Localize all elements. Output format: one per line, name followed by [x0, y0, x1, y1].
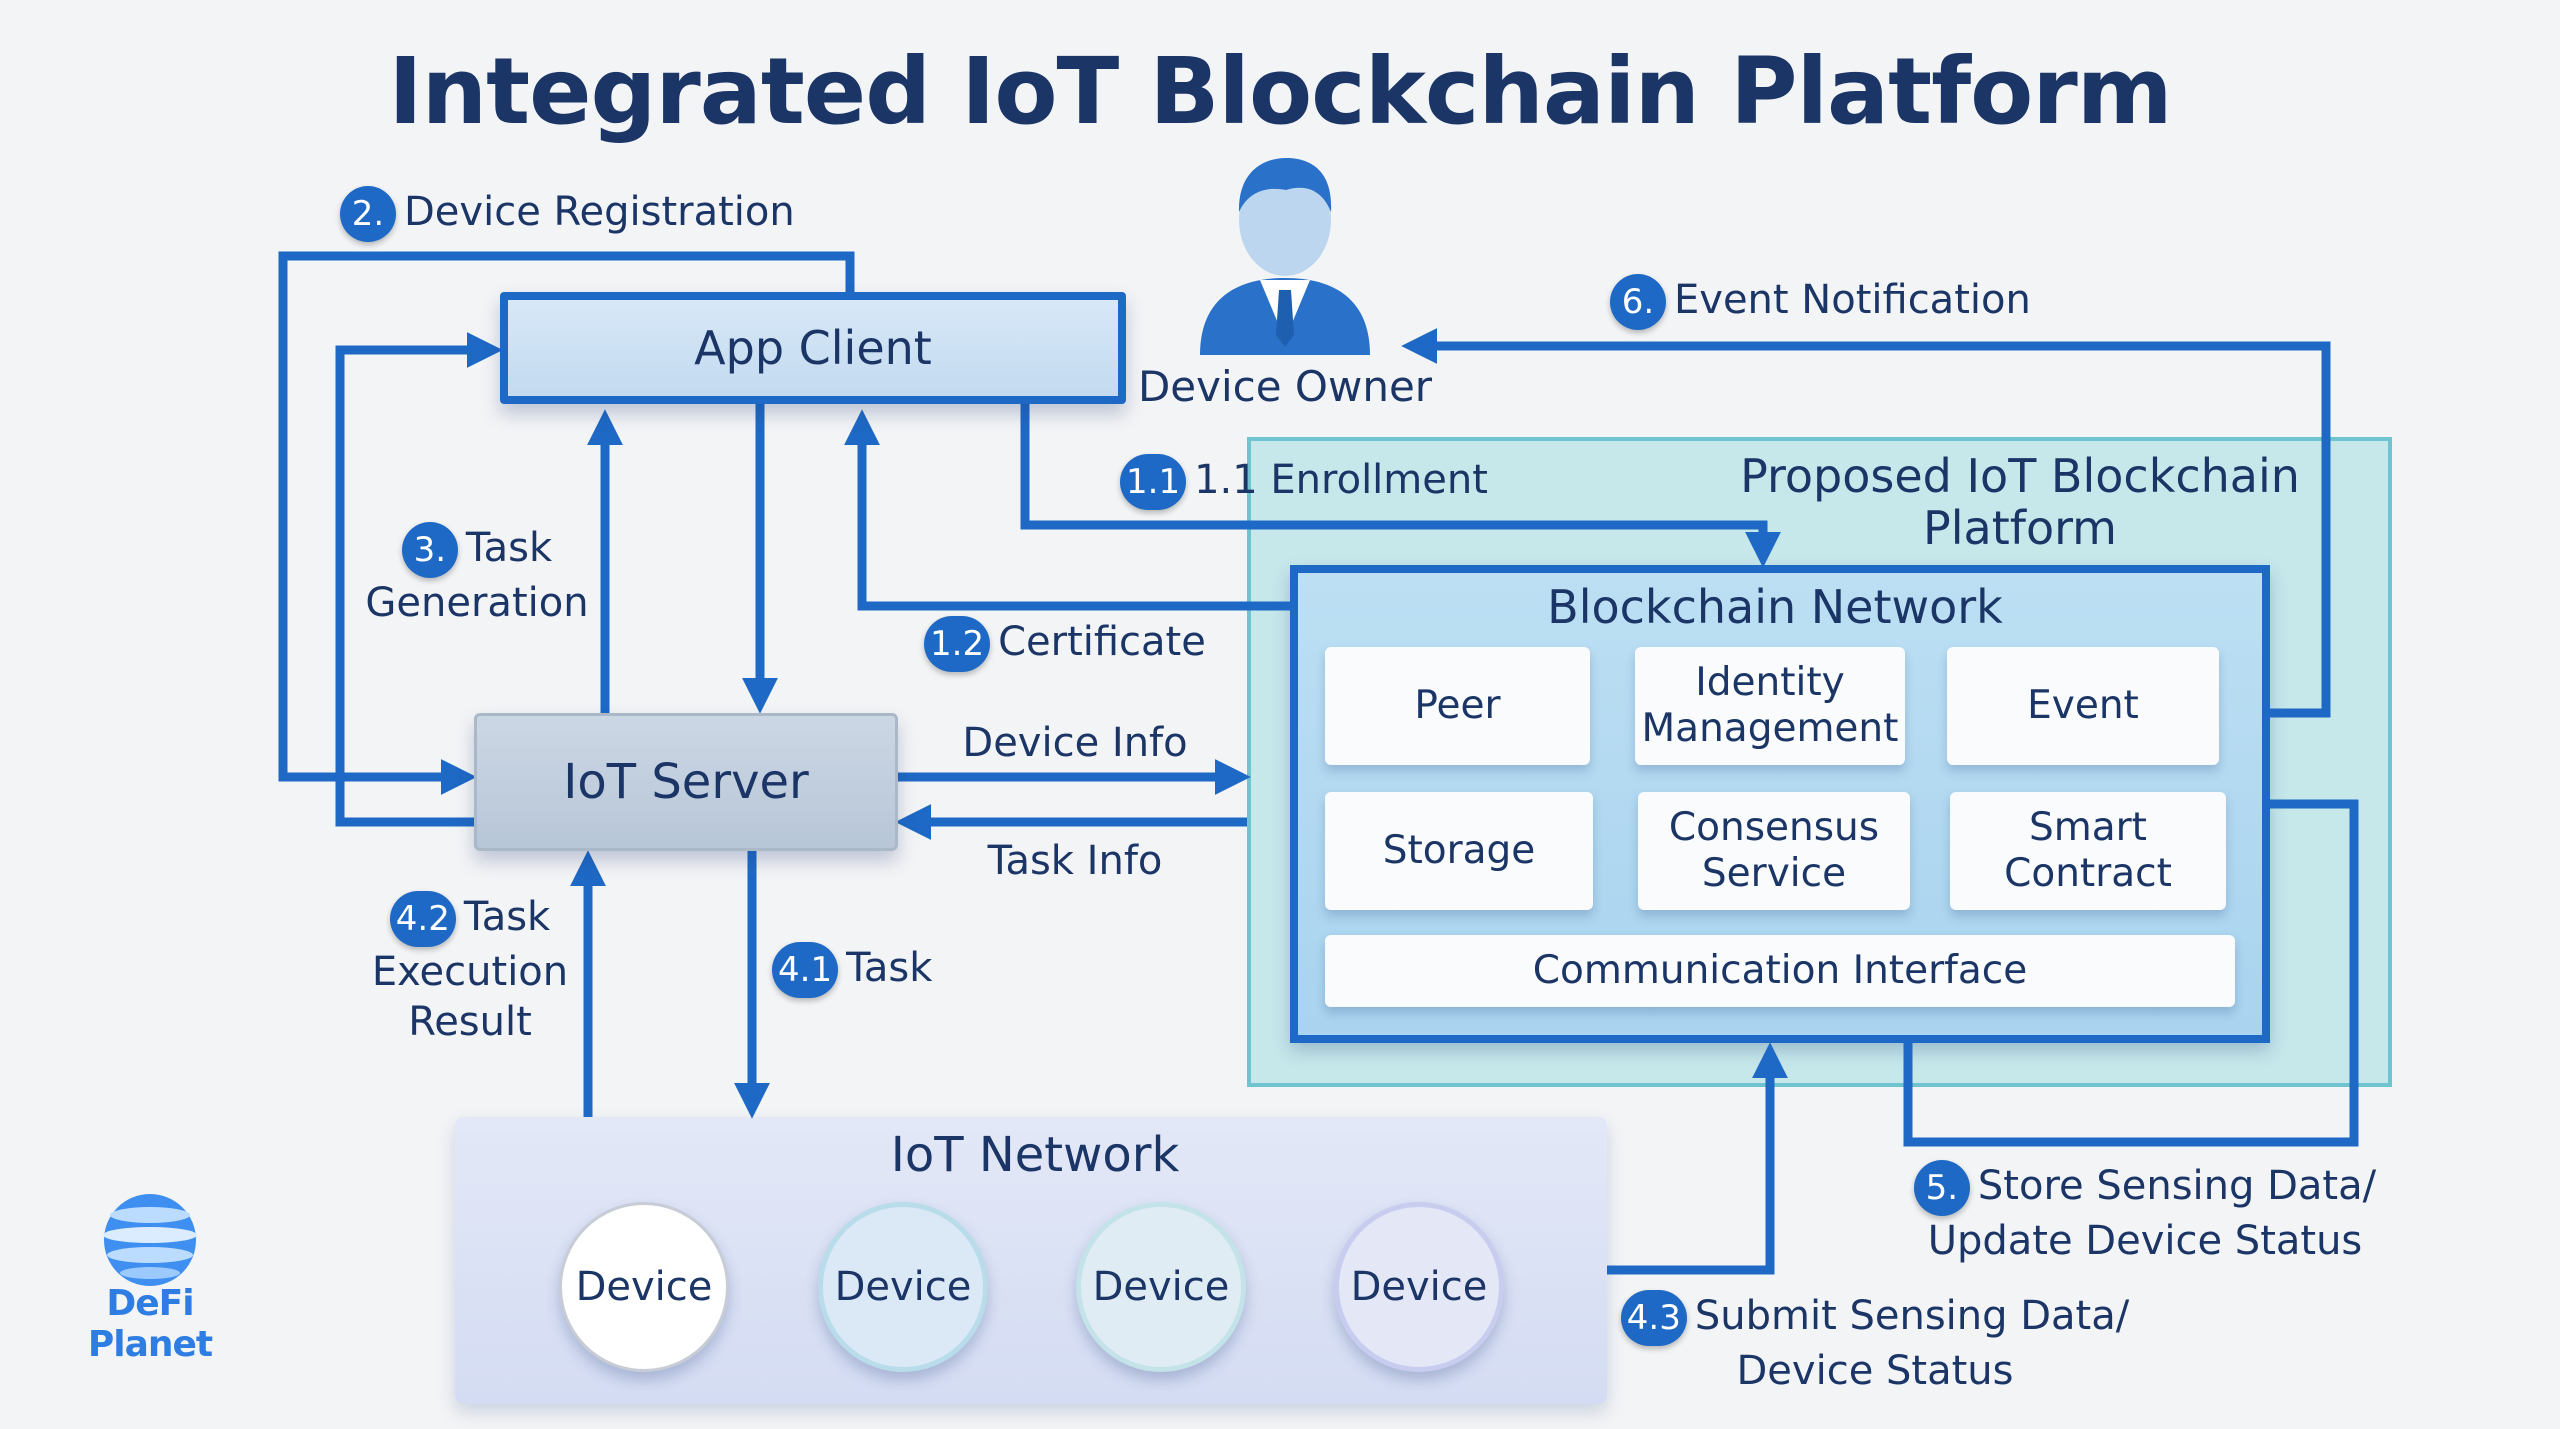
submit-sensing-data-wire	[1607, 1042, 1788, 1275]
step-badge: 4.1	[772, 942, 839, 998]
globe-icon	[103, 1194, 197, 1286]
step-badge: 3.	[401, 522, 458, 578]
iot-server-box[interactable]: IoT Server	[474, 713, 898, 851]
app-client-box[interactable]: App Client	[500, 292, 1126, 404]
proposed-platform-label: Proposed IoT Blockchain Platform	[1740, 449, 2300, 555]
storage-tile[interactable]: Storage	[1325, 792, 1593, 910]
peer-tile[interactable]: Peer	[1325, 647, 1590, 765]
device-owner-icon	[1200, 158, 1370, 355]
device-info-label: Device Info	[962, 720, 1188, 766]
step-badge: 4.2	[389, 891, 456, 947]
step-badge: 2.	[340, 186, 396, 242]
device-owner-label: Device Owner	[1137, 362, 1433, 411]
certificate-wire	[844, 409, 1290, 611]
task-generation-loop-wire	[335, 332, 503, 827]
device-node-1[interactable]: Device	[559, 1202, 729, 1372]
event-tile[interactable]: Event	[1947, 647, 2219, 765]
blockchain-network-title: Blockchain Network	[1547, 580, 2003, 634]
step-badge: 6.	[1610, 274, 1666, 330]
device-node-4[interactable]: Device	[1334, 1202, 1504, 1372]
task-info-label: Task Info	[987, 838, 1163, 884]
step-badge: 5.	[1913, 1160, 1970, 1216]
event-notification-label: 6.Event Notification	[1610, 274, 2031, 330]
step-badge: 1.1	[1120, 454, 1187, 510]
step-badge: 1.2	[924, 616, 991, 672]
step-badge: 4.3	[1620, 1290, 1687, 1346]
device-node-2[interactable]: Device	[818, 1202, 988, 1372]
communication-interface-tile[interactable]: Communication Interface	[1325, 935, 2235, 1007]
store-sensing-data-label: 5.Store Sensing Data/ Update Device Stat…	[1905, 1160, 2385, 1266]
event-notification-wire	[1401, 328, 2331, 718]
logo-text: DeFi Planet	[87, 1283, 213, 1365]
page-title: Integrated IoT Blockchain Platform	[388, 38, 2172, 145]
device-registration-label: 2.Device Registration	[340, 186, 795, 242]
store-sensing-data-wire	[1903, 799, 2359, 1147]
enrollment-wire	[1020, 404, 1781, 568]
device-node-3[interactable]: Device	[1076, 1202, 1246, 1372]
iot-network-title: IoT Network	[890, 1127, 1180, 1183]
task-generation-label: 3.Task Generation	[362, 522, 592, 628]
